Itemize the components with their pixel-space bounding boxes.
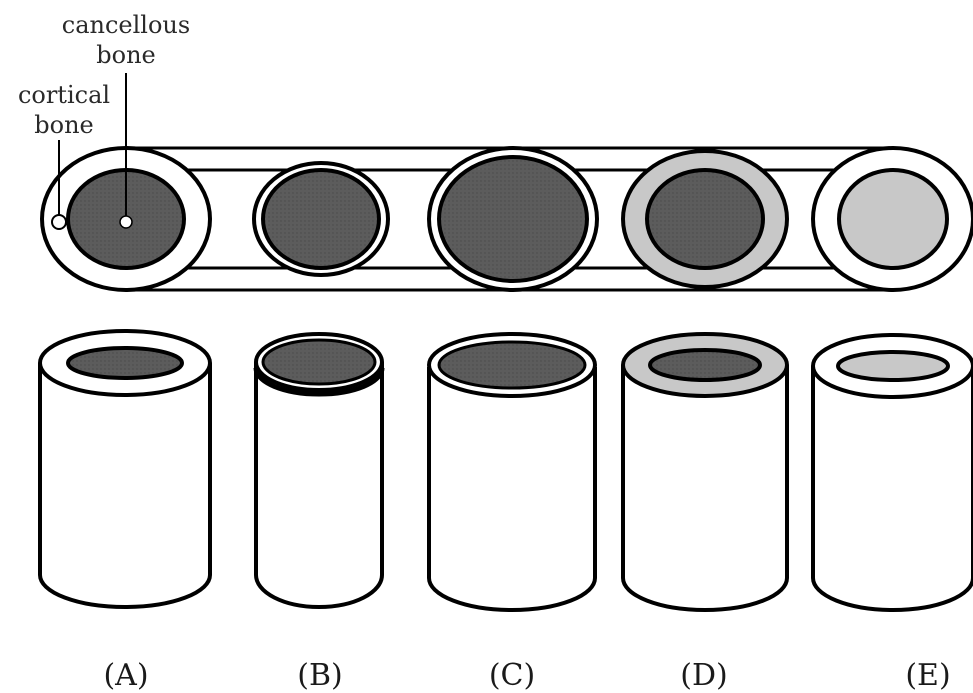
cross-section-c [427,146,599,292]
case-label-e: (E) [905,658,950,693]
cylinder-d [621,332,789,612]
cortical-label-line2: bone [34,111,93,139]
cancellous-label-line2: bone [96,41,155,69]
cross-section-e [811,146,973,292]
cylinder-e [811,333,973,612]
cylinder-a [38,329,212,609]
cancellous-label-line1: cancellous [62,11,190,39]
cortical-pointer [51,140,67,230]
case-label-b: (B) [297,658,342,693]
cylinder-c [427,332,597,612]
case-label-c: (C) [489,658,535,693]
case-label-d: (D) [680,658,727,693]
cancellous-pointer [119,73,133,229]
cross-section-d [621,149,789,289]
case-label-a: (A) [103,658,148,693]
cylinder-b [253,332,385,609]
cross-section-b [252,161,390,277]
cortical-label-line1: cortical [18,81,110,109]
